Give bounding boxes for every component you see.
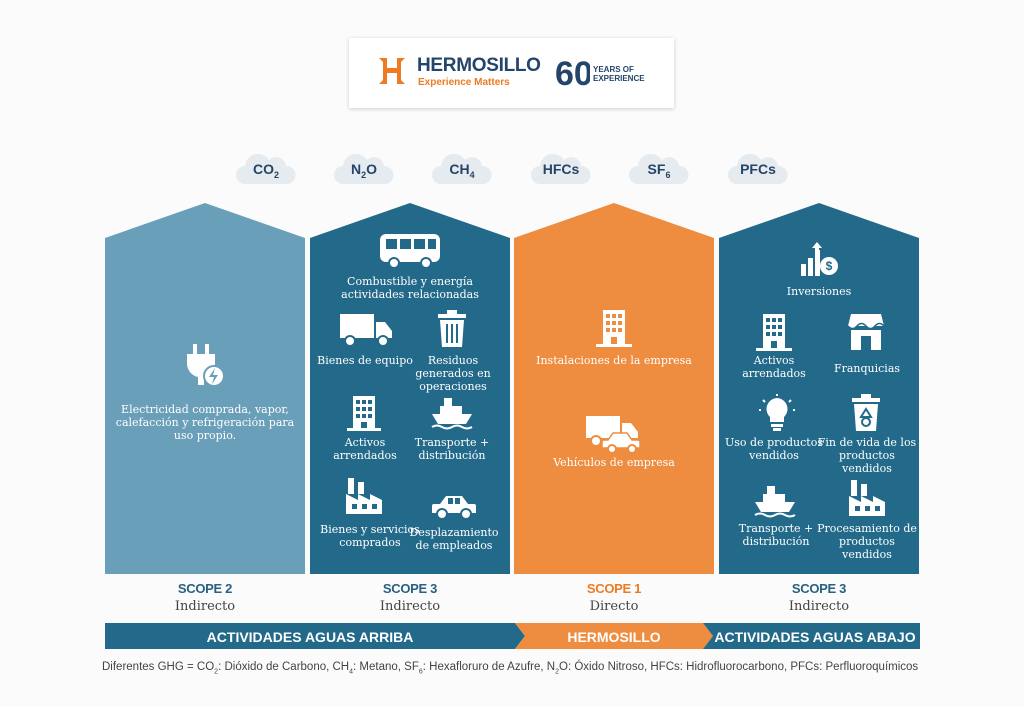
bus-icon [380, 234, 440, 269]
ship-icon [431, 398, 473, 430]
scope3-upstream-label: SCOPE 3 [382, 581, 438, 596]
factory-icon [849, 480, 885, 516]
item-processing-sold-products: Procesamiento de productos vendidos [817, 522, 917, 561]
company-band [515, 623, 713, 649]
downstream-band [703, 623, 920, 649]
svg-text:$: $ [826, 259, 833, 273]
truck-icon [340, 314, 392, 347]
plug-icon [187, 344, 225, 387]
item-use-sold-products: Uso de productos vendidos [725, 436, 823, 462]
truck-car-icon [586, 416, 641, 454]
gas-cloud-n2o: N2O [333, 150, 395, 186]
scope3-downstream-type: Indirecto [788, 599, 850, 614]
scope2-column: Electricidad comprada, vapor, calefacció… [105, 203, 305, 574]
anniversary-number: 60 [555, 55, 590, 91]
item-company-vehicles: Vehículos de empresa [553, 456, 675, 469]
factory-icon [346, 478, 382, 514]
scope1-column: Instalaciones de la empresa Vehículos de… [514, 203, 714, 574]
gas-cloud-sf6: SF6 [628, 150, 690, 186]
footer-legend: Diferentes GHG = CO2: Dióxido de Carbono… [102, 661, 919, 676]
ship-icon [754, 486, 796, 518]
scope2-label: SCOPE 2 [177, 581, 233, 596]
gas-cloud-hfcs: HFCs [530, 150, 592, 186]
item-company-facilities: Instalaciones de la empresa [536, 354, 692, 367]
item-leased-assets-downstream: Activos arrendados [742, 354, 806, 380]
item-franchises: Franquicias [833, 362, 901, 375]
upstream-band-label: ACTIVIDADES AGUAS ARRIBA [206, 629, 414, 645]
car-icon [432, 496, 476, 520]
item-waste: Residuos generados en operaciones [415, 354, 491, 393]
sixty-years-icon: 60 [555, 55, 590, 91]
item-capital-goods: Bienes de equipo [317, 354, 413, 367]
item-end-of-life: Fin de vida de los productos vendidos [817, 436, 917, 475]
brand-tagline: Experience Matters [418, 77, 510, 88]
gas-cloud-co2: CO2 [235, 150, 297, 186]
upstream-band [105, 623, 525, 649]
activity-bands [105, 623, 920, 649]
hermosillo-logo-icon [379, 58, 405, 84]
downstream-band-label: ACTIVIDADES AGUAS ABAJO [714, 629, 916, 645]
item-transport-distribution-downstream: Transporte + distribución [738, 522, 814, 548]
scope3-downstream-label: SCOPE 3 [791, 581, 847, 596]
item-transport-distribution: Transporte + distribución [414, 436, 490, 462]
anniversary-text: YEARS OF EXPERIENCE [593, 65, 645, 83]
scope2-type: Indirecto [174, 599, 236, 614]
building-icon [596, 310, 632, 347]
gas-cloud-pfcs: PFCs [727, 150, 789, 186]
investment-icon: $ [801, 242, 838, 276]
item-leased-assets: Activos arrendados [333, 436, 397, 462]
brand-name: HERMOSILLO [417, 55, 541, 76]
scope1-label: SCOPE 1 [586, 581, 642, 596]
gas-cloud-ch4: CH4 [431, 150, 493, 186]
building-icon [347, 396, 381, 431]
store-icon [847, 314, 885, 350]
building-icon [756, 314, 792, 351]
scope2-description: Electricidad comprada, vapor, calefacció… [115, 403, 295, 442]
trash-icon [438, 310, 466, 347]
item-employee-commuting: Desplazamiento de empleados [409, 526, 499, 552]
item-purchased-goods: Bienes y servicios comprados [320, 523, 420, 549]
logo-card: HERMOSILLO Experience Matters 60 YEARS O… [349, 38, 674, 108]
recycle-bin-icon [852, 394, 880, 431]
scope3-upstream-type: Indirecto [379, 599, 441, 614]
item-fuel-energy: Combustible y energía actividades relaci… [341, 275, 479, 301]
company-band-label: HERMOSILLO [567, 629, 661, 645]
item-investments: Inversiones [786, 285, 852, 298]
scope3-upstream-column: Combustible y energía actividades relaci… [310, 203, 510, 574]
scope3-downstream-column: $ Inversiones Activos arrendados Franqui… [719, 203, 919, 574]
scope1-type: Directo [589, 599, 639, 614]
bulb-icon [759, 394, 795, 431]
